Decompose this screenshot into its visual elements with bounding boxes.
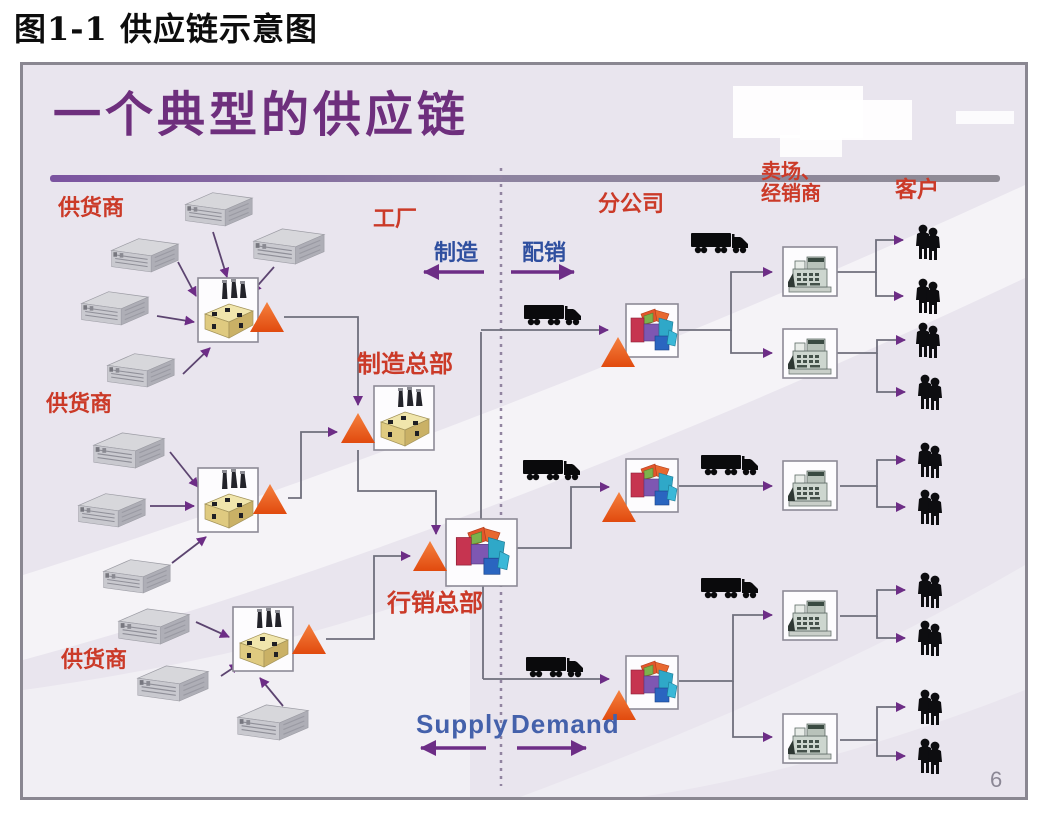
label-retailer: 卖场、 经销商 bbox=[761, 161, 821, 205]
label-customer: 客户 bbox=[895, 177, 940, 202]
erased-logo-blocks bbox=[733, 86, 1014, 157]
cash-register-icon bbox=[782, 460, 838, 511]
slide: 一个典型的供应链 供货商 供货商 供货商 工厂 分公司 卖场、 经销商 客户 制… bbox=[20, 62, 1028, 800]
background-swooshes bbox=[23, 185, 1025, 797]
factory-machine-icon bbox=[197, 277, 259, 343]
direction-arrows bbox=[420, 264, 587, 756]
label-supplier-2: 供货商 bbox=[46, 391, 113, 416]
cash-register-icon bbox=[782, 713, 838, 764]
label-supplier-1: 供货商 bbox=[58, 195, 125, 220]
branch-office-icon bbox=[626, 656, 678, 709]
label-demand: Demand bbox=[511, 709, 620, 739]
label-supplier-3: 供货商 bbox=[61, 647, 128, 672]
label-distribution: 配销 bbox=[522, 240, 567, 265]
connector-lines bbox=[284, 235, 906, 761]
branch-office-icon bbox=[626, 459, 678, 512]
diagram-canvas bbox=[23, 65, 1025, 797]
marketing-hq-icon bbox=[446, 519, 517, 586]
label-supply: Supply bbox=[416, 709, 509, 739]
manufacturing-hq-icon bbox=[373, 385, 435, 451]
cash-register-icon bbox=[782, 246, 838, 297]
cash-register-icon bbox=[782, 590, 838, 641]
supplier-arrows bbox=[150, 231, 284, 707]
label-marketing-hq: 行销总部 bbox=[387, 590, 483, 617]
label-retailer-line1: 卖场、 bbox=[761, 161, 821, 183]
page-number: 6 bbox=[990, 767, 1003, 792]
label-manufacture: 制造 bbox=[434, 240, 479, 265]
factory-machine-icon bbox=[197, 467, 259, 533]
factory-machine-icon bbox=[232, 606, 294, 672]
label-retailer-line2: 经销商 bbox=[761, 183, 821, 205]
slide-title: 一个典型的供应链 bbox=[53, 89, 470, 142]
label-branch: 分公司 bbox=[598, 191, 665, 216]
title-underline-bar bbox=[50, 175, 1000, 182]
figure-caption: 图1-1 供应链示意图 bbox=[14, 10, 318, 48]
branch-office-icon bbox=[626, 304, 678, 357]
cash-register-icon bbox=[782, 328, 838, 379]
label-factory-zone: 工厂 bbox=[373, 206, 418, 231]
label-manufacturing-hq: 制造总部 bbox=[357, 351, 453, 378]
